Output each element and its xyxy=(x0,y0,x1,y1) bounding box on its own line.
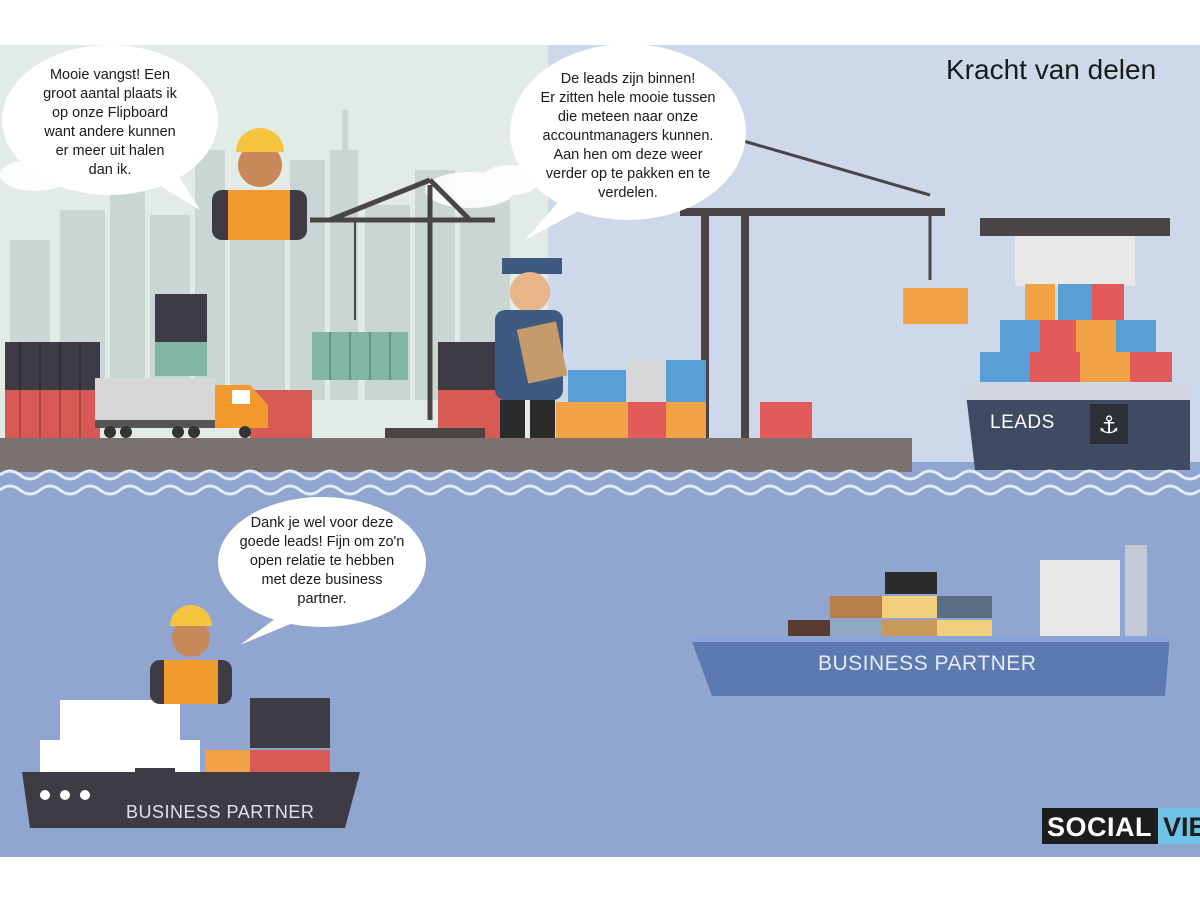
speech-bubble-bottom-left xyxy=(218,497,426,645)
speech-bubble-top-center xyxy=(510,44,746,240)
logo-social-text: SOCIAL xyxy=(1042,808,1159,844)
hanging-container-right xyxy=(903,288,968,324)
speech-bubble-top-left xyxy=(2,45,218,210)
bubble-text-top-left: Mooie vangst! Een groot aantal plaats ik… xyxy=(43,67,177,178)
dock xyxy=(0,438,912,472)
page-title: Kracht van delen xyxy=(946,54,1157,85)
waves xyxy=(0,469,1200,496)
bubble-text-bottom-left: Dank je wel voor deze goede leads! Fijn … xyxy=(239,515,405,607)
business-partner-left-label: BUSINESS PARTNER xyxy=(126,802,315,822)
business-partner-ship-right xyxy=(690,545,1170,696)
dockworker-center xyxy=(495,258,568,438)
business-partner-ship-left xyxy=(22,698,360,828)
leads-ship-label: LEADS xyxy=(990,412,1055,433)
worker-top-left xyxy=(212,128,307,240)
socialview-logo: SOCIAL VIEW xyxy=(1042,808,1200,844)
container-ribs xyxy=(19,332,391,438)
leads-ship: ⚓ xyxy=(962,218,1190,470)
worker-bottom-left xyxy=(150,605,232,704)
crane-left xyxy=(310,177,495,438)
svg-text:⚓: ⚓ xyxy=(1098,411,1120,439)
anchor-icon xyxy=(1090,404,1128,444)
logo-view-text: VIEW xyxy=(1158,808,1200,844)
bubble-text-top-center: De leads zijn binnen! Er zitten hele moo… xyxy=(540,71,716,201)
business-partner-right-label: BUSINESS PARTNER xyxy=(818,652,1037,675)
container-stack-center xyxy=(556,360,812,438)
truck xyxy=(95,378,268,438)
